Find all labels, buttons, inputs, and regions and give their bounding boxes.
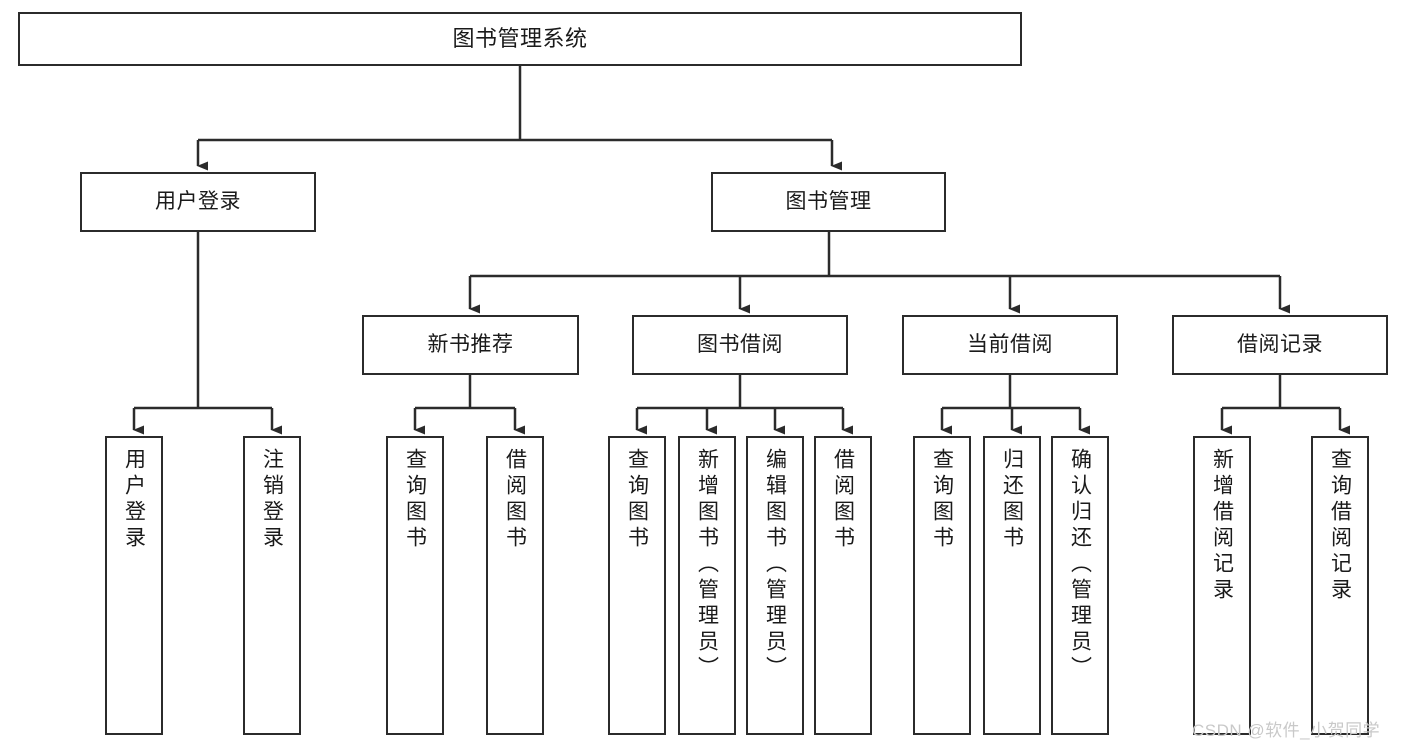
node-new-book-recommend[interactable]: 新书推荐: [362, 315, 579, 375]
node-root[interactable]: 图书管理系统: [18, 12, 1022, 66]
leaf-node[interactable]: 新增图书（管理员）: [678, 436, 736, 735]
leaf-node[interactable]: 确认归还（管理员）: [1051, 436, 1109, 735]
node-current-borrow-label: 当前借阅: [967, 333, 1053, 357]
leaf-label: 新增图书（管理员）: [695, 448, 719, 682]
node-book-borrow-label: 图书借阅: [697, 333, 783, 357]
leaf-node[interactable]: 编辑图书（管理员）: [746, 436, 804, 735]
node-borrow-records-label: 借阅记录: [1237, 333, 1323, 357]
leaf-node[interactable]: 查询图书: [913, 436, 971, 735]
leaf-node[interactable]: 查询图书: [386, 436, 444, 735]
leaf-node[interactable]: 新增借阅记录: [1193, 436, 1251, 735]
leaf-label: 用户登录: [122, 448, 146, 552]
leaf-node[interactable]: 查询图书: [608, 436, 666, 735]
leaf-label: 借阅图书: [503, 448, 527, 552]
leaf-label: 查询借阅记录: [1328, 448, 1352, 604]
leaf-node[interactable]: 借阅图书: [486, 436, 544, 735]
node-current-borrow[interactable]: 当前借阅: [902, 315, 1118, 375]
watermark: CSDN @软件_小贺同学: [1192, 721, 1381, 740]
leaf-label: 查询图书: [403, 448, 427, 552]
leaf-label: 借阅图书: [831, 448, 855, 552]
leaf-label: 归还图书: [1000, 448, 1024, 552]
node-borrow-records[interactable]: 借阅记录: [1172, 315, 1388, 375]
node-root-label: 图书管理系统: [452, 25, 588, 51]
node-new-book-recommend-label: 新书推荐: [427, 333, 514, 357]
leaf-node[interactable]: 借阅图书: [814, 436, 872, 735]
leaf-label: 确认归还（管理员）: [1068, 448, 1092, 682]
leaf-label: 编辑图书（管理员）: [763, 448, 787, 682]
node-user-login-label: 用户登录: [155, 190, 241, 214]
leaf-label: 查询图书: [625, 448, 649, 552]
node-user-login[interactable]: 用户登录: [80, 172, 316, 232]
node-book-borrow[interactable]: 图书借阅: [632, 315, 848, 375]
leaf-node[interactable]: 归还图书: [983, 436, 1041, 735]
leaf-label: 新增借阅记录: [1210, 448, 1234, 604]
leaf-node[interactable]: 查询借阅记录: [1311, 436, 1369, 735]
leaf-label: 查询图书: [930, 448, 954, 552]
leaf-node[interactable]: 用户登录: [105, 436, 163, 735]
leaf-node[interactable]: 注销登录: [243, 436, 301, 735]
node-book-management[interactable]: 图书管理: [711, 172, 946, 232]
node-book-management-label: 图书管理: [785, 190, 872, 214]
leaf-label: 注销登录: [260, 448, 284, 552]
